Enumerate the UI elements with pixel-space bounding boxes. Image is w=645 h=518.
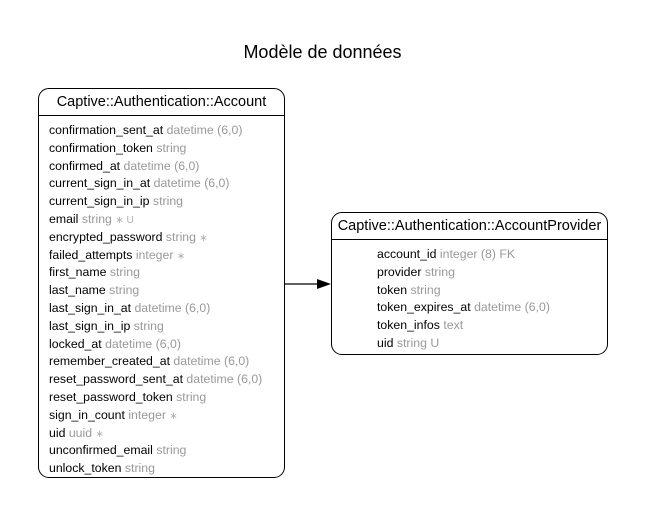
attribute-name: confirmation_token <box>49 140 153 155</box>
attribute-type: string <box>156 443 187 458</box>
attribute-row: locked_at datetime (6,0) <box>49 336 284 354</box>
attribute-flag: ∗ <box>199 232 208 244</box>
attribute-row: sign_in_count integer ∗ <box>49 407 284 425</box>
attribute-row: confirmation_token string <box>49 140 284 158</box>
attribute-name: sign_in_count <box>49 407 125 422</box>
attribute-name: failed_attempts <box>49 247 133 262</box>
attribute-type: string <box>424 264 455 279</box>
attribute-type: string <box>109 265 140 280</box>
attribute-name: token_infos <box>377 318 440 333</box>
entity-account-attributes: confirmation_sent_at datetime (6,0) conf… <box>39 116 284 478</box>
attribute-row: confirmation_sent_at datetime (6,0) <box>49 122 284 140</box>
attribute-row: first_name string <box>49 264 284 282</box>
attribute-name: unlock_token <box>49 461 122 476</box>
attribute-row: provider string <box>377 264 607 282</box>
attribute-name: confirmed_at <box>49 158 121 173</box>
attribute-row: token_expires_at datetime (6,0) <box>377 299 607 317</box>
attribute-row: encrypted_password string ∗ <box>49 229 284 247</box>
attribute-row: last_name string <box>49 282 284 300</box>
attribute-type: string U <box>396 335 440 350</box>
attribute-type: uuid <box>68 425 93 440</box>
attribute-type: datetime (6,0) <box>105 336 181 351</box>
attribute-name: confirmation_sent_at <box>49 123 164 137</box>
attribute-name: last_sign_in_at <box>49 300 132 315</box>
attribute-name: account_id <box>377 247 437 261</box>
attribute-flag: ∗ U <box>115 214 134 226</box>
attribute-name: current_sign_in_at <box>49 176 151 191</box>
attribute-name: last_name <box>49 283 106 298</box>
attribute-type: integer (8) FK <box>439 247 516 261</box>
attribute-row: remember_created_at datetime (6,0) <box>49 353 284 371</box>
attribute-row: uid uuid ∗ <box>49 425 284 443</box>
attribute-row: current_sign_in_at datetime (6,0) <box>49 175 284 193</box>
attribute-row: unconfirmed_email string <box>49 442 284 460</box>
attribute-name: current_sign_in_ip <box>49 194 150 209</box>
relationship-arrowhead <box>317 279 331 289</box>
attribute-type: datetime (6,0) <box>186 372 263 387</box>
entity-account-provider: Captive::Authentication::AccountProvider… <box>331 212 608 355</box>
attribute-name: provider <box>377 264 422 279</box>
attribute-type: string <box>124 461 155 476</box>
attribute-type: string <box>109 283 140 298</box>
attribute-name: first_name <box>49 265 107 280</box>
attribute-name: reset_password_sent_at <box>49 372 183 387</box>
attribute-type: string <box>133 318 164 333</box>
entity-account-provider-name: Captive::Authentication::AccountProvider <box>332 213 607 240</box>
attribute-type: string <box>81 211 112 226</box>
attribute-row: reset_password_token string <box>49 389 284 407</box>
entity-account: Captive::Authentication::Account confirm… <box>38 88 285 478</box>
attribute-name: remember_created_at <box>49 354 170 369</box>
attribute-row: token_infos text <box>377 317 607 335</box>
attribute-flag: ∗ <box>95 428 104 440</box>
attribute-row: unlock_token string <box>49 460 284 478</box>
attribute-type: datetime (6,0) <box>134 300 211 315</box>
attribute-name: token <box>377 282 408 297</box>
attribute-name: uid <box>377 335 394 350</box>
attribute-name: last_sign_in_ip <box>49 318 131 333</box>
diagram-title: Modèle de données <box>243 42 402 62</box>
attribute-row: account_id integer (8) FK <box>377 246 607 264</box>
attribute-type: string <box>156 140 187 155</box>
attribute-type: datetime (6,0) <box>173 354 250 369</box>
attribute-type: integer <box>128 407 166 422</box>
attribute-row: confirmed_at datetime (6,0) <box>49 158 284 176</box>
entity-account-name: Captive::Authentication::Account <box>39 89 284 116</box>
attribute-type: string <box>152 194 183 209</box>
attribute-type: text <box>443 318 464 333</box>
attribute-name: token_expires_at <box>377 300 471 315</box>
attribute-row: last_sign_in_at datetime (6,0) <box>49 300 284 318</box>
attribute-name: email <box>49 211 79 226</box>
attribute-type: string <box>176 389 207 404</box>
attribute-type: datetime (6,0) <box>474 300 550 315</box>
attribute-type: string <box>410 282 441 297</box>
attribute-row: failed_attempts integer ∗ <box>49 247 284 265</box>
attribute-name: reset_password_token <box>49 389 173 404</box>
attribute-name: uid <box>49 425 66 440</box>
attribute-flag: ∗ <box>169 410 178 422</box>
attribute-type: integer <box>135 247 174 262</box>
attribute-row: uid string U <box>377 335 607 353</box>
attribute-name: encrypted_password <box>49 229 163 244</box>
attribute-type: string <box>165 229 196 244</box>
attribute-row: email string ∗ U <box>49 211 284 229</box>
attribute-row: reset_password_sent_at datetime (6,0) <box>49 371 284 389</box>
entity-account-provider-attributes: account_id integer (8) FK provider strin… <box>332 240 607 353</box>
attribute-type: datetime (6,0) <box>153 176 230 191</box>
attribute-type: datetime (6,0) <box>166 123 243 137</box>
attribute-row: current_sign_in_ip string <box>49 193 284 211</box>
attribute-name: unconfirmed_email <box>49 443 153 458</box>
attribute-row: last_sign_in_ip string <box>49 318 284 336</box>
attribute-flag: ∗ <box>176 250 186 262</box>
attribute-type: datetime (6,0) <box>123 158 200 173</box>
attribute-row: token string <box>377 282 607 300</box>
attribute-name: locked_at <box>49 336 102 351</box>
